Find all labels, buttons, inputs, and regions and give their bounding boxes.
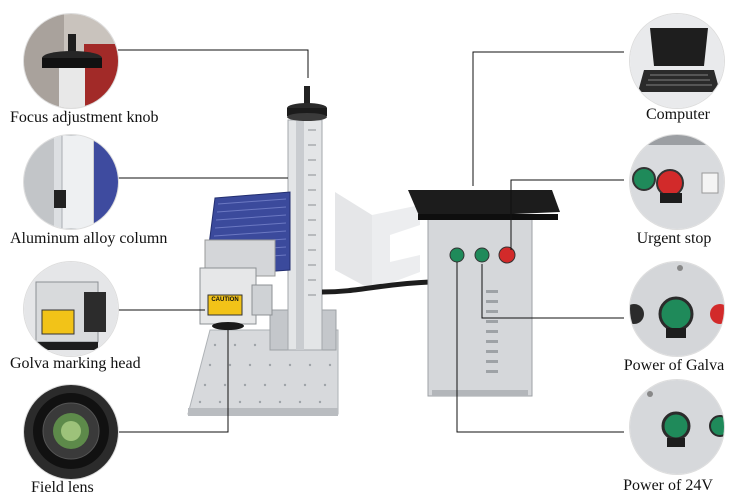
cable bbox=[321, 279, 431, 295]
power-galva-closeup bbox=[630, 262, 724, 356]
urgent-stop-label: Urgent stop bbox=[636, 230, 712, 247]
column-closeup bbox=[24, 135, 118, 229]
focus-knob-closeup bbox=[24, 14, 118, 108]
laser-source bbox=[204, 191, 291, 277]
computer-label: Computer bbox=[646, 106, 710, 123]
urgent-stop-closeup bbox=[630, 135, 724, 229]
laptop-tray bbox=[408, 190, 560, 220]
column-label: Aluminum alloy column bbox=[10, 230, 168, 247]
marking-head-closeup bbox=[24, 262, 118, 356]
marking-head-label: Golva marking head bbox=[10, 355, 141, 372]
power-galva-label: Power of Galva bbox=[623, 357, 725, 374]
aluminum-column bbox=[269, 119, 337, 351]
field-lens-closeup bbox=[24, 385, 118, 479]
field-lens-label: Field lens bbox=[31, 479, 94, 496]
computer-closeup bbox=[630, 14, 724, 108]
caution-sticker-text: CAUTION bbox=[211, 297, 239, 303]
leader-lines bbox=[118, 49, 624, 433]
control-cabinet bbox=[427, 217, 533, 397]
watermark-logo bbox=[335, 192, 420, 290]
work-table bbox=[187, 329, 339, 416]
power-24v-label: Power of 24V bbox=[623, 477, 713, 494]
marking-head bbox=[199, 267, 273, 330]
focus-knob bbox=[287, 86, 327, 121]
focus-knob-label: Focus adjustment knob bbox=[10, 109, 159, 126]
power-24v-closeup bbox=[630, 380, 724, 474]
